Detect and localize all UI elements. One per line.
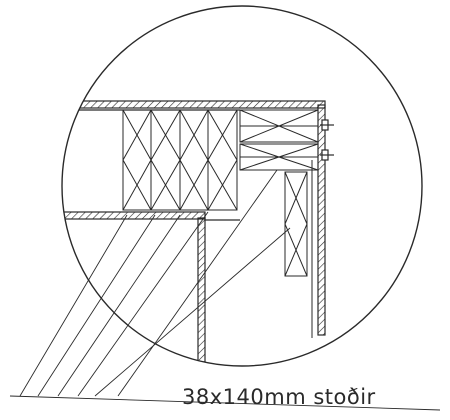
insulation-batts (122, 109, 238, 211)
bolts (320, 119, 334, 161)
leader-lines (9, 169, 441, 411)
edge-timbers (239, 109, 319, 171)
wall-stud (284, 171, 308, 277)
outer-wall-hatch (317, 104, 326, 336)
detail-circle (61, 5, 423, 367)
floor-slab-hatch (62, 211, 206, 220)
interior-wall-hatch (197, 217, 206, 363)
annotation-label: 38x140mm stoðir (182, 385, 376, 409)
roof-slab-hatch (62, 100, 326, 109)
